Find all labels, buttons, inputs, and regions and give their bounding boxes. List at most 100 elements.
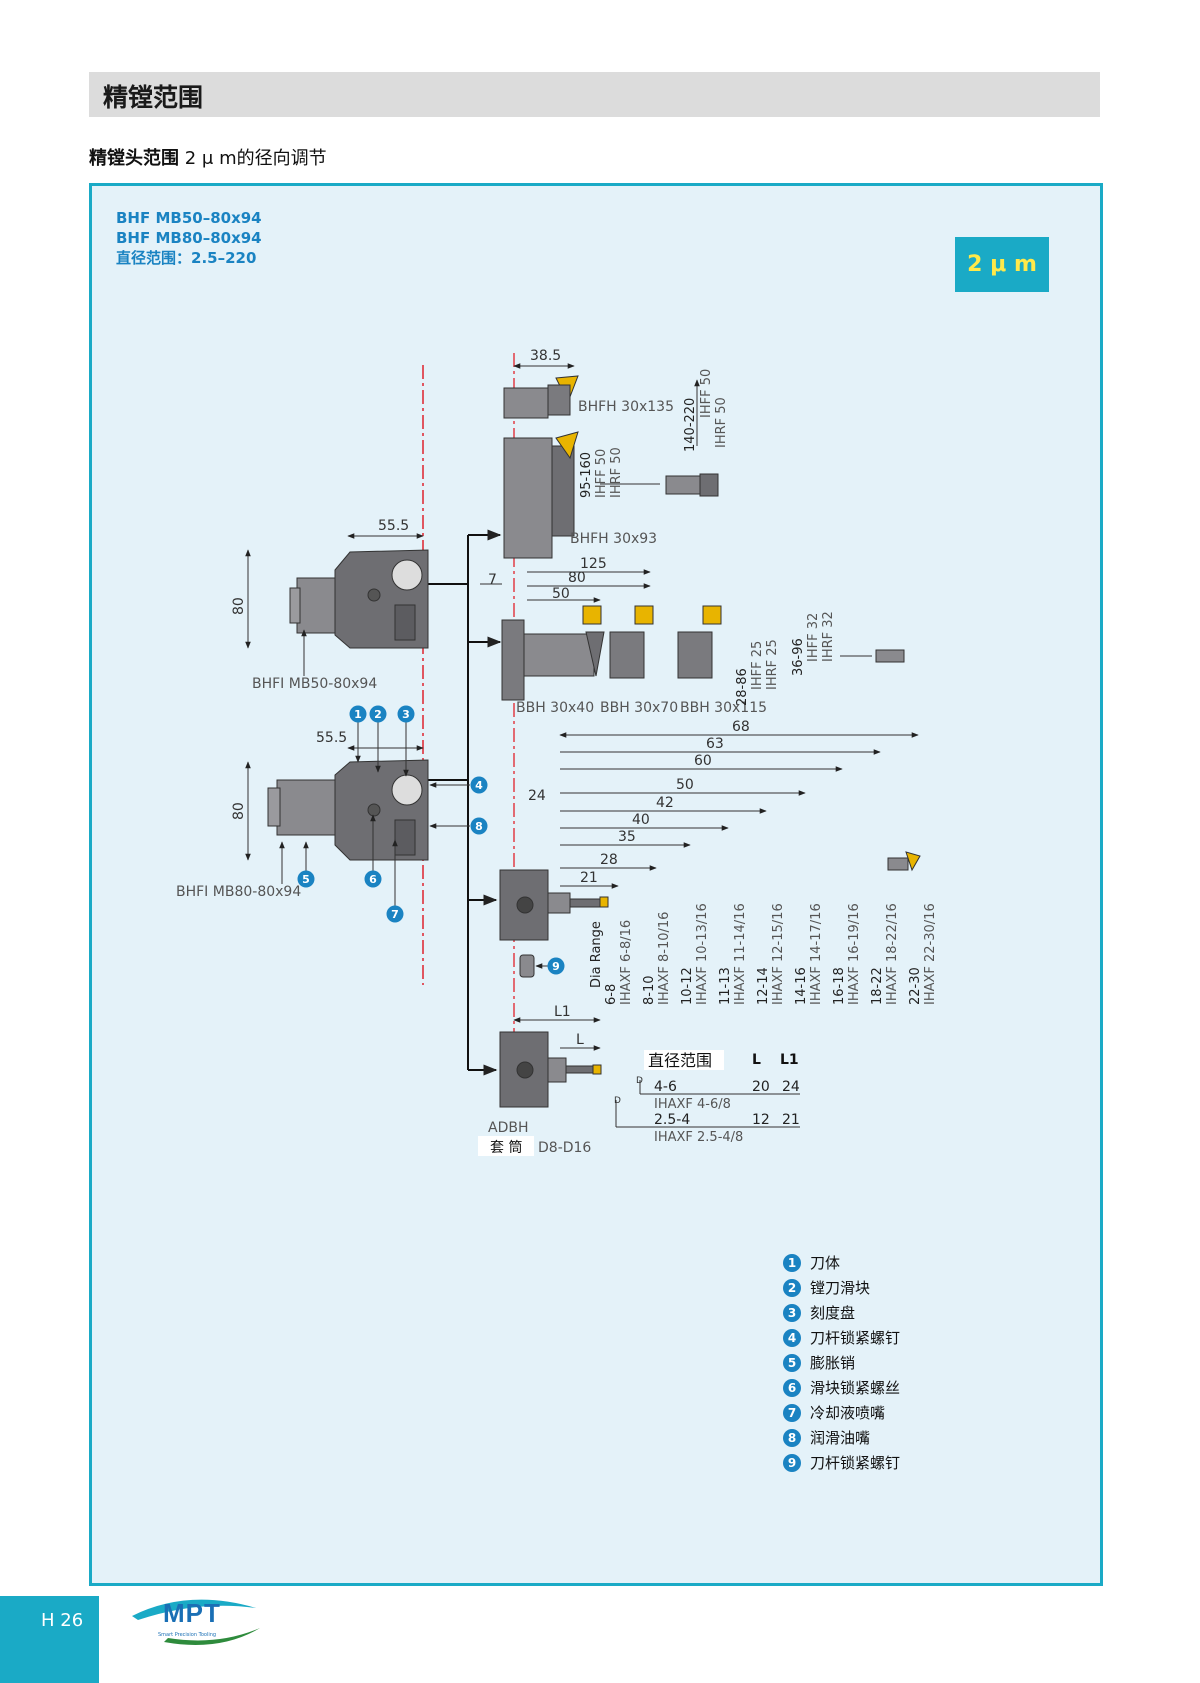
label-sleeve: 套 筒	[490, 1139, 522, 1156]
dim-40: 40	[632, 812, 650, 828]
legend-number: 5	[783, 1353, 801, 1372]
section-header-bar: 精镗范围	[89, 72, 1100, 117]
small-table-L1-2: 21	[782, 1112, 800, 1128]
dim-7: 7	[488, 572, 497, 588]
label-bbh-30x115: BBH 30x115	[680, 700, 767, 716]
bbh-bars	[501, 605, 905, 701]
label-bbh-30x70: BBH 30x70	[600, 700, 678, 716]
diameter-range-line: 直径范围：2.5–220	[116, 249, 257, 267]
dim-63: 63	[706, 736, 724, 752]
label-adbh: ADBH	[488, 1120, 529, 1136]
legend-label: 润滑油嘴	[810, 1429, 871, 1447]
dim-42: 42	[656, 795, 674, 811]
legend-number: 4	[783, 1328, 801, 1347]
small-table-code-2: IHAXF 2.5-4/8	[654, 1130, 743, 1145]
ihaxf-range-5: 12-14	[756, 967, 771, 1005]
dim-24: 24	[528, 788, 546, 804]
ihaxf-range-1: 6-8	[604, 984, 619, 1005]
dim-35: 35	[618, 829, 636, 845]
bhfh-30x135	[503, 375, 579, 419]
legend-number: 9	[783, 1453, 801, 1472]
dim-38-5: 38.5	[530, 348, 561, 364]
label-bhfh-30x93: BHFH 30x93	[570, 531, 657, 547]
dim-80-b: 80	[231, 802, 247, 820]
ihaxf-code-1: IHAXF 6-8/16	[619, 920, 634, 1005]
bhfi-mb50-head	[289, 549, 429, 649]
vlabel-95-160: 95-160	[579, 452, 594, 498]
adbh-head-upper	[499, 869, 609, 941]
callout-1: 1	[354, 708, 362, 721]
dimension-text: 38.5 55.5 55.5 80 80 7 125 80 50 24 68 6…	[231, 348, 750, 1106]
ihaxf-range-2: 8-10	[642, 975, 657, 1005]
mpt-logo: MPT Smart Precision Tooling	[128, 1594, 263, 1649]
ihaxf-code-3: IHAXF 10-13/16	[695, 903, 710, 1005]
model-line-1: BHF MB50–80x94	[116, 209, 262, 227]
small-table-head-L: L	[752, 1052, 761, 1068]
dim-55-5-a: 55.5	[378, 518, 409, 534]
subtitle-bold: 精镗头范围	[89, 148, 179, 169]
legend-item: 4 刀杆锁紧螺钉	[783, 1325, 900, 1350]
vlabel-ihff50-a: IHFF 50	[699, 369, 714, 418]
bhfh-30x93	[503, 431, 579, 559]
screw-part	[665, 473, 719, 497]
callout-8: 8	[475, 820, 483, 833]
ihaxf-range-6: 14-16	[794, 967, 809, 1005]
connector-lines	[428, 529, 502, 1076]
vlabel-ihrf50-a: IHRF 50	[714, 397, 729, 448]
ihaxf-range-3: 10-12	[680, 967, 695, 1005]
label-bhfi-mb50: BHFI MB50-80x94	[252, 676, 377, 692]
ihaxf-code-5: IHAXF 12-15/16	[771, 903, 786, 1005]
callout-3: 3	[402, 708, 410, 721]
vlabel-36-96: 36-96	[791, 638, 806, 676]
range-panel: BHF MB50–80x94 BHF MB80–80x94 直径范围：2.5–2…	[89, 183, 1103, 1586]
leader-lines	[279, 483, 872, 969]
legend-label: 冷却液喷嘴	[810, 1404, 886, 1422]
dim-68: 68	[732, 719, 750, 735]
label-bhfi-mb80: BHFI MB80-80x94	[176, 884, 301, 900]
vlabel-ihff50-b: IHFF 50	[594, 449, 609, 498]
small-table-head-range: 直径范围	[648, 1051, 712, 1070]
legend-number: 8	[783, 1428, 801, 1447]
dim-125: 125	[580, 556, 607, 572]
ihaxf-labels: 6-8 IHAXF 6-8/16 8-10 IHAXF 8-10/16 10-1…	[604, 903, 938, 1005]
small-table-L1-1: 24	[782, 1079, 800, 1095]
page-number-tab: H 26	[0, 1596, 99, 1683]
sleeve-pin	[519, 954, 535, 978]
ihaxf-code-2: IHAXF 8-10/16	[657, 912, 672, 1005]
ihaxf-range-4: 11-13	[718, 967, 733, 1005]
small-insert	[887, 851, 921, 872]
callout-5: 5	[302, 873, 310, 886]
model-list: BHF MB50–80x94 BHF MB80–80x94 直径范围：2.5–2…	[116, 208, 262, 268]
dim-D-b: D	[614, 1096, 621, 1106]
legend-label: 刀杆锁紧螺钉	[810, 1329, 901, 1347]
vlabel-ihff25: IHFF 25	[750, 641, 765, 690]
callout-6: 6	[369, 873, 377, 886]
callout-7: 7	[391, 908, 399, 921]
legend-number: 1	[783, 1253, 801, 1272]
dim-L1: L1	[554, 1004, 571, 1020]
subtitle: 精镗头范围 2 μ m的径向调节	[89, 144, 327, 170]
ihaxf-code-9: IHAXF 22-30/16	[923, 903, 938, 1005]
adbh-head-lower	[499, 1031, 602, 1108]
logo-swoosh-icon	[132, 1599, 260, 1645]
dim-60: 60	[694, 753, 712, 769]
small-table-head-L1: L1	[780, 1052, 799, 1068]
vlabel-ihrf50-b: IHRF 50	[609, 447, 624, 498]
dim-21: 21	[580, 870, 598, 886]
ihaxf-code-7: IHAXF 16-19/16	[847, 903, 862, 1005]
small-diameter-table: 直径范围 L L1 4-6 20 24 IHAXF 4-6/8 2.5-4 12…	[615, 1050, 800, 1145]
section-title: 精镗范围	[103, 83, 204, 112]
vlabel-28-86: 28-86	[735, 668, 750, 706]
small-table-range-2: 2.5-4	[654, 1112, 690, 1128]
vertical-labels: 140-220 IHFF 50 IHRF 50 95-160 IHFF 50 I…	[579, 369, 836, 988]
legend-number: 2	[783, 1278, 801, 1297]
logo-tagline: Smart Precision Tooling	[158, 1632, 217, 1638]
vlabel-dia-range: Dia Range	[589, 921, 604, 988]
